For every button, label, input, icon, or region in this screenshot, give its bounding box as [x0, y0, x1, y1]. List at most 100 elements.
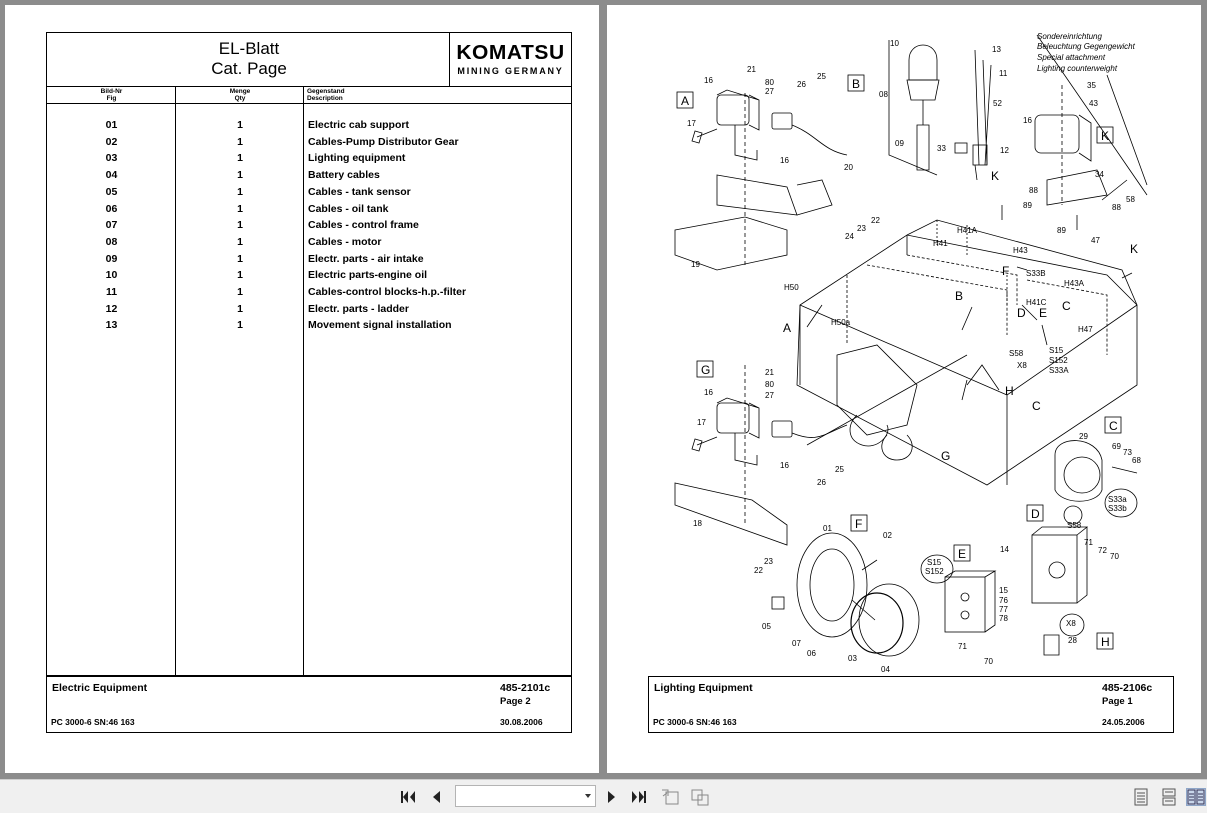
- cell-desc: Lighting equipment: [308, 152, 406, 165]
- view-letter-D: D: [1031, 507, 1040, 521]
- first-page-button[interactable]: [398, 788, 418, 806]
- next-page-button[interactable]: [602, 788, 622, 806]
- page-title: EL-Blatt Cat. Page: [47, 39, 451, 79]
- svg-text:S152: S152: [1049, 356, 1068, 365]
- footer-date: 24.05.2006: [1102, 717, 1145, 727]
- svg-text:35: 35: [1087, 81, 1096, 90]
- cell-fig: 04: [105, 169, 118, 182]
- svg-text:16: 16: [780, 461, 789, 470]
- logo-subtitle: MINING GERMANY: [457, 66, 564, 76]
- single-page-view-button[interactable]: [1131, 788, 1151, 806]
- prev-page-button[interactable]: [426, 788, 446, 806]
- svg-text:K: K: [1130, 242, 1138, 256]
- svg-text:S33b: S33b: [1108, 504, 1127, 513]
- column-divider: [303, 87, 304, 675]
- svg-text:80: 80: [765, 78, 774, 87]
- last-page-button[interactable]: [629, 788, 649, 806]
- svg-text:C: C: [1032, 399, 1041, 413]
- note-line-4: Lighting counterweight: [1037, 64, 1118, 73]
- svg-text:16: 16: [780, 156, 789, 165]
- svg-text:17: 17: [697, 418, 706, 427]
- logo-wordmark: KOMATSU: [456, 42, 565, 64]
- svg-text:11: 11: [999, 69, 1008, 78]
- svg-text:12: 12: [1000, 146, 1009, 155]
- cell-fig: 13: [105, 319, 118, 332]
- svg-text:F: F: [1002, 264, 1009, 278]
- svg-text:D: D: [1017, 306, 1026, 320]
- continuous-view-button[interactable]: [1159, 788, 1179, 806]
- svg-text:25: 25: [817, 72, 826, 81]
- svg-text:26: 26: [817, 478, 826, 487]
- svg-text:X8: X8: [1017, 361, 1027, 370]
- svg-text:14: 14: [1000, 545, 1009, 554]
- svg-text:S15: S15: [1049, 346, 1064, 355]
- svg-text:B: B: [955, 289, 963, 303]
- svg-text:77: 77: [999, 605, 1008, 614]
- note-line-3: Special attachment: [1037, 53, 1106, 62]
- facing-view-button[interactable]: [1186, 788, 1206, 806]
- svg-text:09: 09: [895, 139, 904, 148]
- svg-text:07: 07: [792, 639, 801, 648]
- cell-desc: Electr. parts - air intake: [308, 252, 424, 265]
- svg-text:52: 52: [993, 99, 1002, 108]
- svg-text:A: A: [783, 321, 791, 335]
- view-letter-K: K: [1101, 129, 1109, 143]
- rotate-view-button[interactable]: [660, 788, 680, 806]
- page-number-select[interactable]: [455, 785, 596, 807]
- svg-text:89: 89: [1057, 226, 1066, 235]
- svg-text:K: K: [991, 169, 999, 183]
- catalog-page-right: A B K G C D F E H A B G D E F C C H K K: [607, 5, 1201, 773]
- view-letter-B: B: [852, 77, 860, 91]
- fit-page-button[interactable]: [690, 788, 710, 806]
- svg-text:33: 33: [937, 144, 946, 153]
- svg-text:68: 68: [1132, 456, 1141, 465]
- svg-text:23: 23: [857, 224, 866, 233]
- svg-text:05: 05: [762, 622, 771, 631]
- view-letter-F: F: [855, 517, 862, 531]
- svg-text:H43A: H43A: [1064, 279, 1085, 288]
- view-letter-C: C: [1109, 419, 1118, 433]
- cell-desc: Movement signal installation: [308, 319, 452, 332]
- svg-text:S58: S58: [1009, 349, 1024, 358]
- svg-text:71: 71: [958, 642, 967, 651]
- svg-text:18: 18: [693, 519, 702, 528]
- cell-qty: 1: [237, 286, 243, 298]
- svg-text:73: 73: [1123, 448, 1132, 457]
- svg-text:17: 17: [687, 119, 696, 128]
- svg-text:04: 04: [881, 665, 890, 674]
- svg-text:G: G: [941, 449, 950, 463]
- svg-text:S58: S58: [1067, 521, 1082, 530]
- svg-text:S152: S152: [925, 567, 944, 576]
- svg-text:06: 06: [807, 649, 816, 658]
- cell-fig: 02: [105, 135, 118, 148]
- svg-text:23: 23: [764, 557, 773, 566]
- facing-icon: [1187, 789, 1205, 805]
- svg-text:21: 21: [747, 65, 756, 74]
- svg-text:10: 10: [890, 39, 899, 48]
- note-line-2: Beleuchtung Gegengewicht: [1037, 42, 1136, 51]
- footer-date: 30.08.2006: [500, 717, 543, 727]
- view-letter-G: G: [701, 363, 710, 377]
- cell-fig: 03: [105, 152, 118, 165]
- svg-text:22: 22: [754, 566, 763, 575]
- svg-text:28: 28: [1068, 636, 1077, 645]
- view-letter-E: E: [958, 547, 966, 561]
- svg-text:88: 88: [1029, 186, 1038, 195]
- svg-text:C: C: [1062, 299, 1071, 313]
- footer-doc-number: 485-2101c: [500, 682, 551, 694]
- title-de: EL-Blatt: [218, 39, 280, 58]
- footer-model: PC 3000-6 SN:46 163: [51, 717, 135, 727]
- svg-text:H41: H41: [933, 239, 948, 248]
- svg-text:H: H: [1005, 384, 1014, 398]
- continuous-icon: [1162, 788, 1176, 806]
- svg-text:76: 76: [999, 596, 1008, 605]
- footer-page-number: Page 2: [500, 696, 531, 707]
- komatsu-logo: KOMATSU MINING GERMANY: [449, 33, 571, 86]
